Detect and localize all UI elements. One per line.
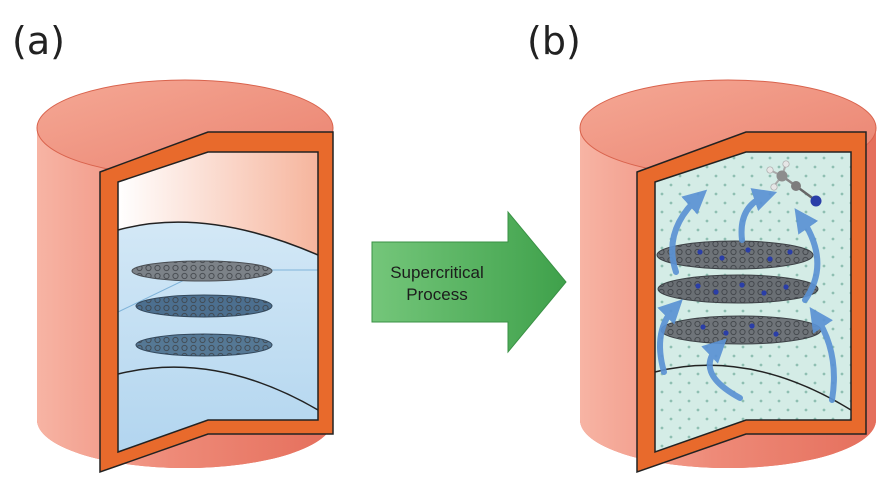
process-arrow-label-line2: Process: [406, 285, 467, 304]
flow-arrow-upper-right: [794, 208, 821, 303]
vessel-a: [36, 79, 334, 474]
vessel-a-floor-curve: [117, 366, 319, 411]
process-arrow-label-line1: Supercritical: [390, 263, 484, 282]
flow-arrow-lower-left: [657, 299, 683, 375]
graphene-sheet-b-1: [656, 240, 814, 270]
graphene-sheet-b-3: [660, 315, 822, 345]
graphene-sheet-b-2: [657, 274, 819, 304]
graphene-stack-a: [131, 260, 273, 357]
vessel-b-interior-outline: [654, 151, 852, 454]
vessel-b: [579, 79, 877, 474]
solvent-molecule: [766, 160, 822, 207]
vessel-a-liquid-surface: [117, 221, 319, 256]
flow-arrows: [657, 188, 837, 403]
flow-arrow-upper-middle: [738, 188, 778, 243]
flow-arrow-lower-right: [809, 307, 837, 403]
supercritical-process-arrow: Supercritical Process: [371, 210, 567, 354]
graphene-sheet-a-2: [135, 294, 273, 318]
graphene-stack-b: [656, 240, 822, 345]
vessel-b-floor-curve: [654, 364, 852, 411]
panel-label-a: (a): [12, 19, 65, 63]
flow-arrow-upper-left: [669, 189, 708, 275]
vessel-a-interior-outline: [117, 151, 319, 454]
graphene-sheet-a-1: [131, 260, 273, 282]
panel-label-b: (b): [527, 19, 581, 63]
flow-arrow-lower-middle: [701, 338, 743, 401]
process-arrow-shape: [371, 210, 567, 354]
graphene-sheet-a-3: [135, 333, 273, 357]
